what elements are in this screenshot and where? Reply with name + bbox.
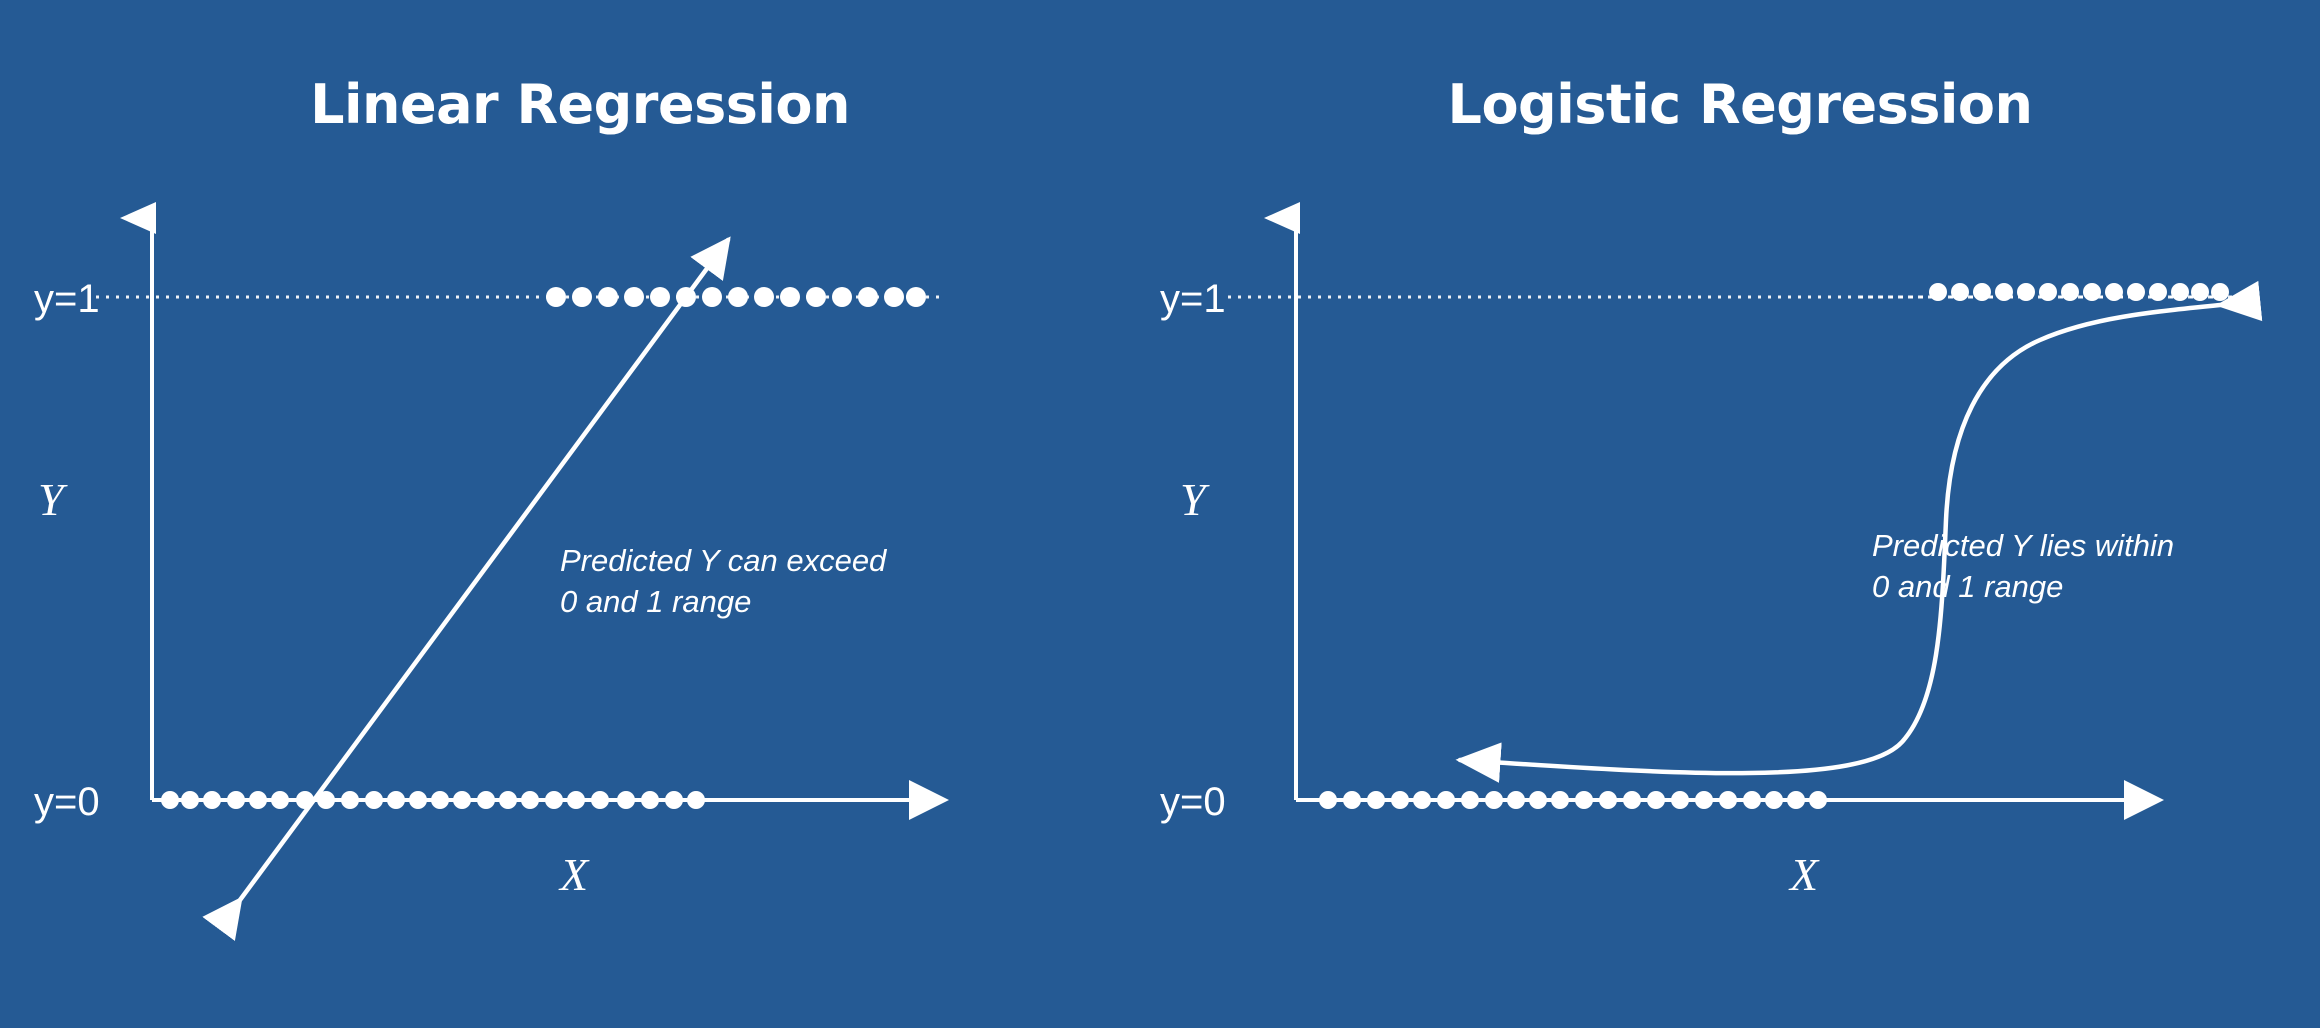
sigmoid-curve [1455,280,2263,783]
y1-tick-label: y=1 [1160,277,1226,321]
regression-line [202,236,731,941]
data-dots-class0 [1319,791,1827,809]
data-dots-class1 [546,287,926,307]
panel-title-logistic: Logistic Regression [1447,73,2033,136]
annotation-linear: Predicted Y can exceed 0 and 1 range [560,543,887,620]
x-axis-label: X [558,849,590,900]
data-dots-class1 [1929,283,2229,301]
logistic-regression-plot: y=1 y=0 Y X [1160,202,2263,900]
y0-tick-label: y=0 [1160,780,1226,824]
x-axis-label: X [1788,849,1820,900]
linear-regression-plot: y=1 y=0 Y X [34,202,949,941]
y0-tick-label: y=0 [34,780,100,824]
panel-logistic-regression: Logistic Regression [1160,0,2320,1028]
y-axis-label: Y [38,474,68,525]
y-axis-label: Y [1180,474,1210,525]
y1-tick-label: y=1 [34,277,100,321]
panel-linear-regression: Linear Regression [34,78,949,941]
data-dots-class0 [161,791,705,809]
panel-title-linear: Linear Regression [310,73,850,136]
annotation-logistic: Predicted Y lies within 0 and 1 range [1872,528,2175,605]
